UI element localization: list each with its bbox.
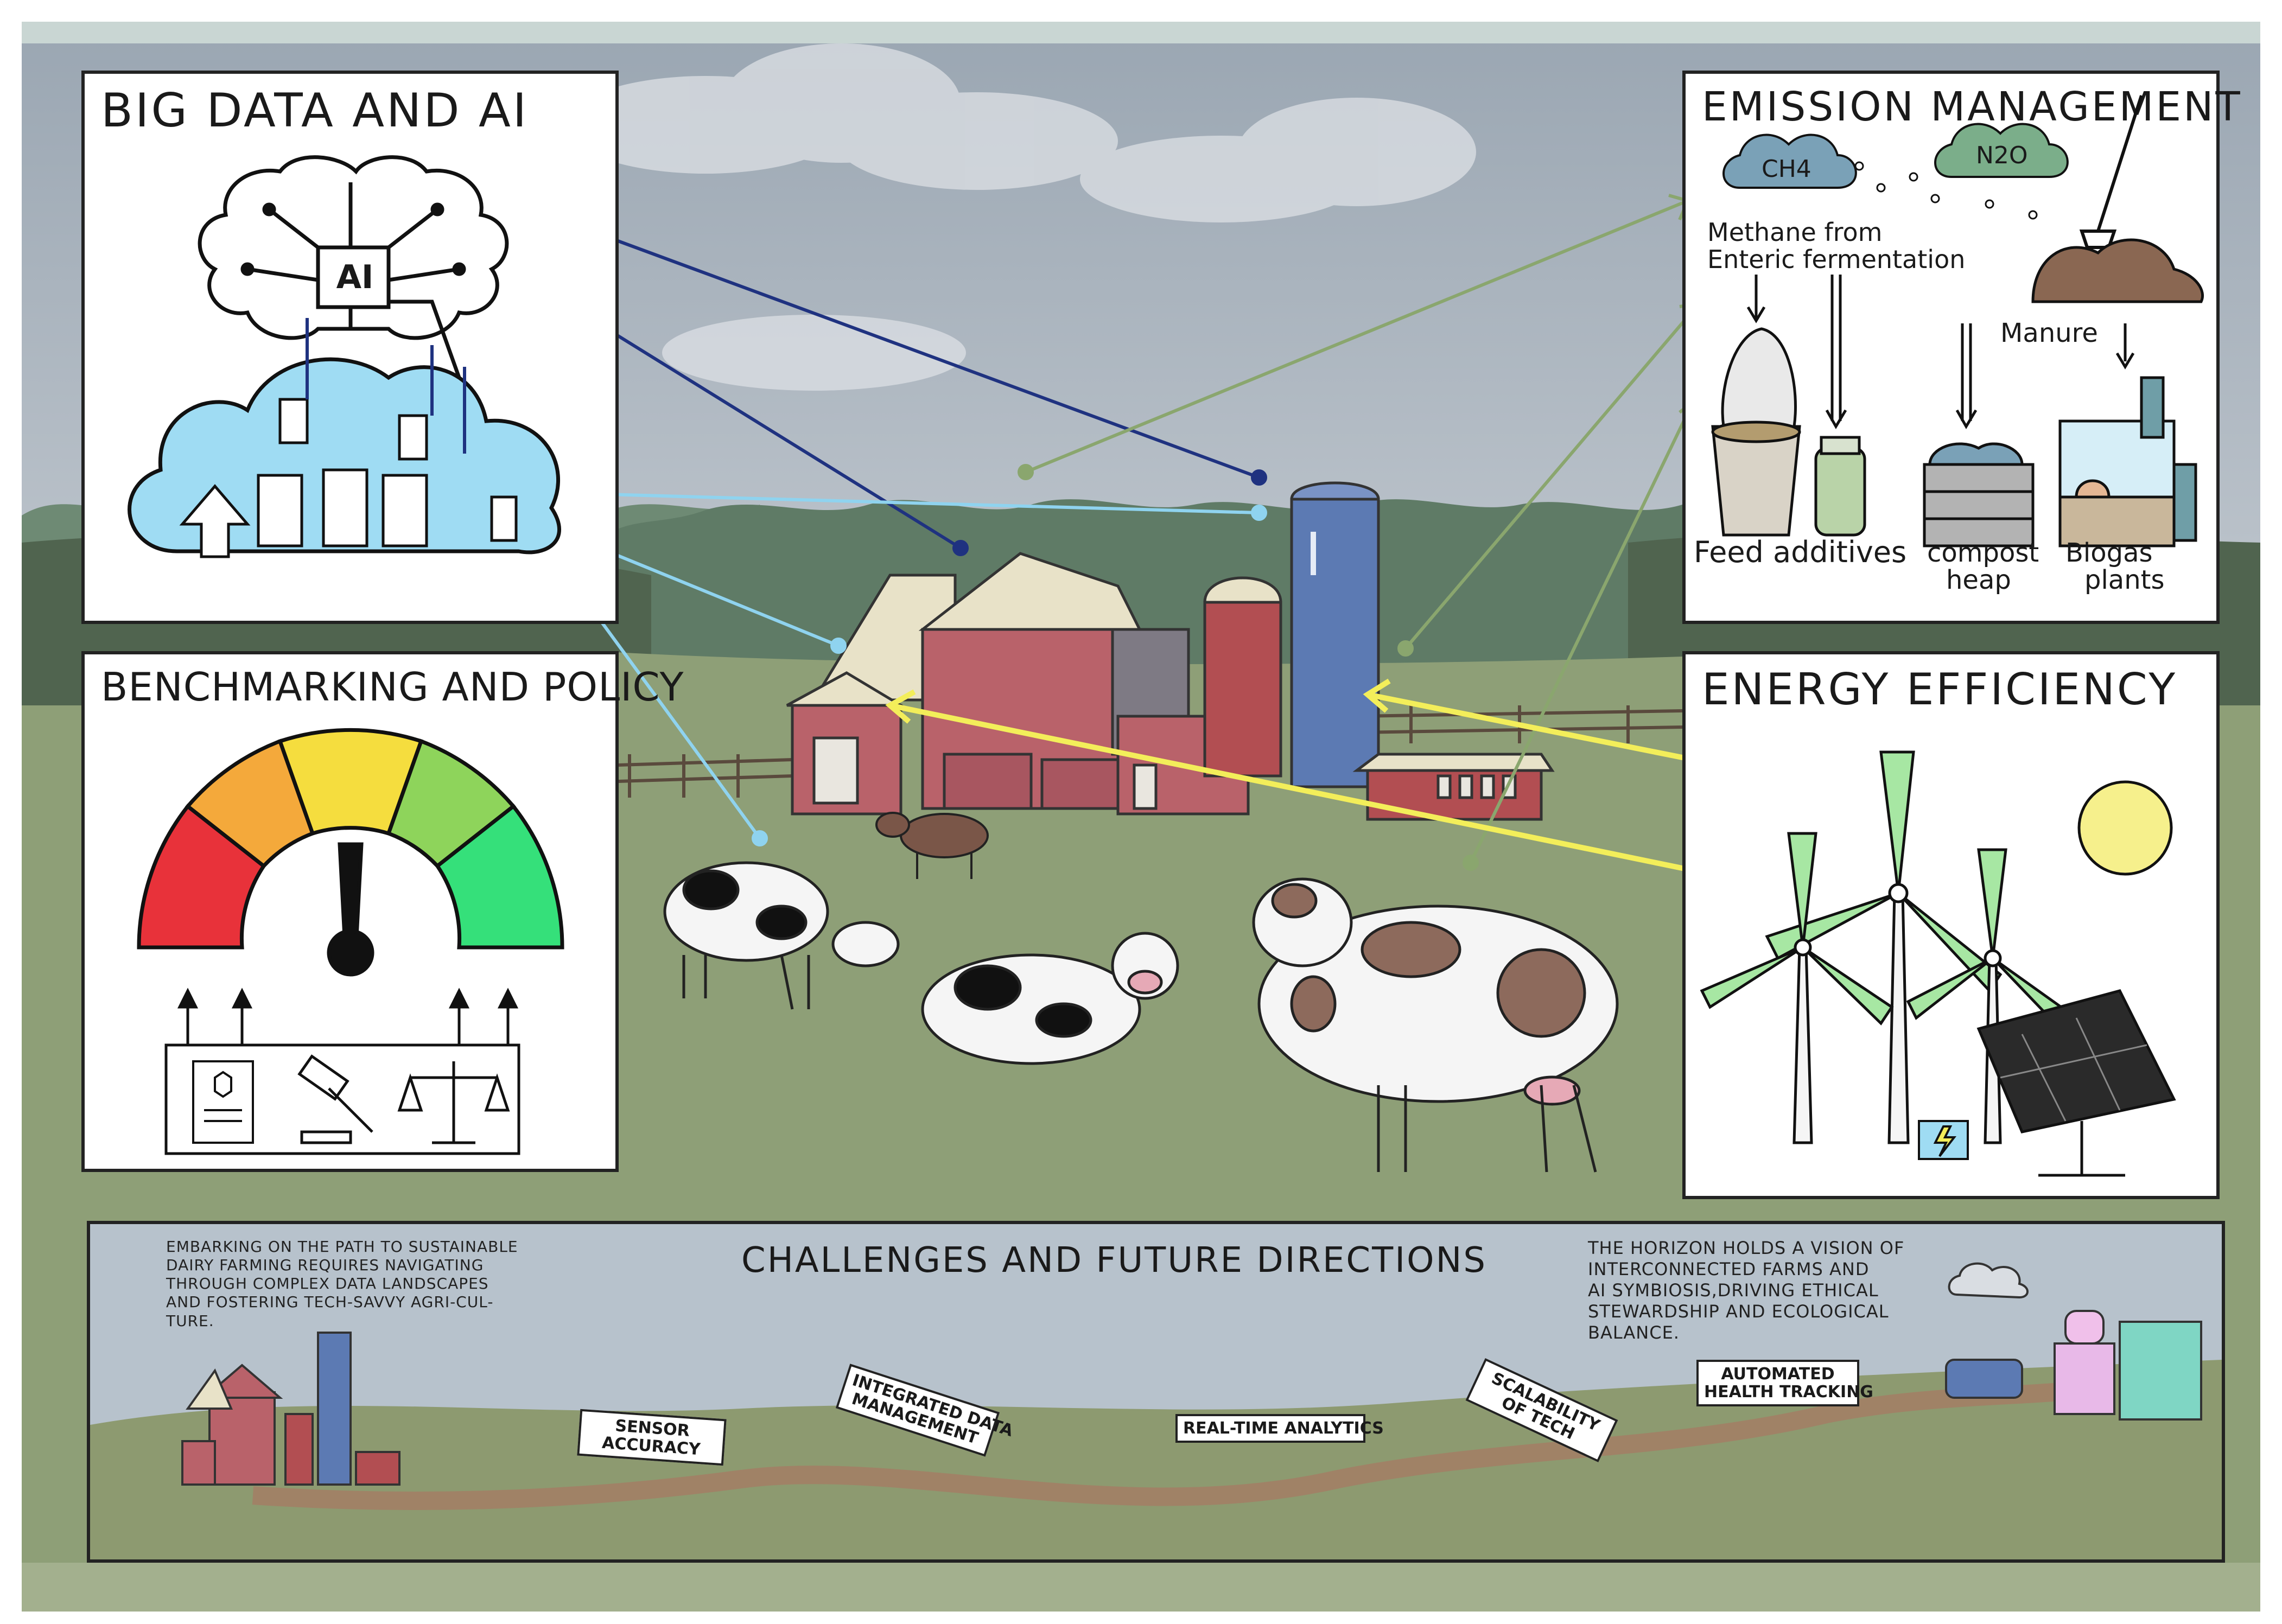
mini-farm <box>181 1332 401 1486</box>
jar-icon <box>1814 436 1866 537</box>
big-data-ai-title: BIG DATA AND AI <box>101 84 529 138</box>
compost-heap-icon <box>1923 442 2035 547</box>
cloud-n2o-icon <box>1934 123 2069 178</box>
sign-real-time-analytics: REAL-TIME ANALYTICS <box>1175 1414 1384 1443</box>
sun-icon <box>2077 780 2173 876</box>
methane-label-line2: Enteric fermentation <box>1707 245 1966 274</box>
sign-automated-health: AUTOMATED HEALTH TRACKING <box>1696 1360 1873 1406</box>
challenges-title: CHALLENGES AND FUTURE DIRECTIONS <box>741 1240 1487 1281</box>
energy-illustration <box>1700 750 2176 1177</box>
wind-turbine-icon <box>1700 832 1894 1144</box>
energy-efficiency-title: ENERGY EFFICIENCY <box>1702 664 2178 715</box>
compost-label-line1: compost <box>1927 538 2039 568</box>
sign-realtime-line: REAL-TIME ANALYTICS <box>1183 1419 1384 1438</box>
down-arrows <box>1746 275 2135 429</box>
circuit-brain-icon <box>198 155 509 404</box>
feed-bag-icon <box>1711 327 1801 537</box>
cloud-icon <box>128 318 561 558</box>
policy-arrows <box>177 988 519 1045</box>
compost-label-line2: heap <box>1946 565 2011 595</box>
methane-label-line1: Methane from <box>1707 218 1883 247</box>
upload-arrow-icon <box>179 484 251 558</box>
biogas-label-line1: Biogas <box>2065 538 2153 568</box>
challenges-panel: CHALLENGES AND FUTURE DIRECTIONS EMBARKI… <box>87 1221 2225 1563</box>
benchmarking-policy-panel: BENCHMARKING AND POLICY <box>81 651 683 1172</box>
sign-automated-line1: AUTOMATED <box>1721 1365 1835 1384</box>
n2o-label: N2O <box>1976 142 2028 169</box>
battery-icon <box>1918 1120 1969 1160</box>
manure-label: Manure <box>2000 318 2098 348</box>
shovel-icon <box>2079 95 2143 249</box>
winding-path <box>252 1378 2100 1510</box>
benchmarking-policy-title: BENCHMARKING AND POLICY <box>101 664 684 710</box>
ai-chip <box>316 245 391 309</box>
biogas-plant-icon <box>2058 376 2197 547</box>
cow-brown-small <box>875 812 989 879</box>
cow-brown-white-large <box>1252 877 1619 1173</box>
policy-box <box>164 1043 520 1155</box>
fence <box>618 705 1683 798</box>
small-silo <box>1203 576 1282 778</box>
scales-icon <box>397 1061 510 1144</box>
challenges-right-text: THE HORIZON HOLDS A VISION OF INTERCONNE… <box>1588 1238 1905 1343</box>
ai-chip-label: AI <box>336 258 374 296</box>
feed-additives-label: Feed additives <box>1694 535 1907 569</box>
big-data-ai-panel: BIG DATA AND AI <box>81 71 619 624</box>
road-landscape-illustration <box>90 1224 2222 1559</box>
sign-automated-line2: HEALTH TRACKING <box>1704 1383 1873 1402</box>
biogas-label-line2: plants <box>2084 565 2165 595</box>
manure-pile <box>2031 238 2204 303</box>
blue-silo <box>1290 481 1380 788</box>
solar-panel-icon <box>1976 989 2176 1177</box>
energy-efficiency-panel: ENERGY EFFICIENCY <box>1682 651 2220 1199</box>
ai-brain-cloud-illustration <box>128 155 561 558</box>
gauge-and-policy-illustration <box>137 728 564 1155</box>
dark-blue-arrows <box>574 224 1267 556</box>
emission-illustration <box>1711 95 2204 547</box>
gavel-icon <box>297 1054 373 1144</box>
future-tech-icons <box>1945 1262 2202 1421</box>
cow-lying <box>921 932 1179 1065</box>
gauge-icon <box>137 728 564 977</box>
emission-management-title: EMISSION MANAGEMENT <box>1702 84 2242 130</box>
challenges-left-text: EMBARKING ON THE PATH TO SUSTAINABLE DAI… <box>166 1238 518 1330</box>
ch4-label: CH4 <box>1762 155 1811 183</box>
cow-standing-left <box>663 861 900 1010</box>
emission-management-panel: EMISSION MANAGEMENT <box>1682 71 2240 624</box>
document-icon <box>192 1060 254 1144</box>
